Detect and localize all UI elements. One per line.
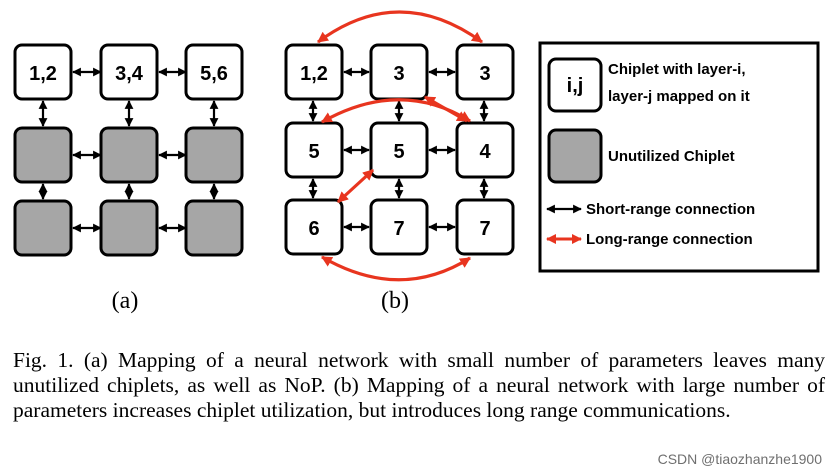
diagram-a-chiplets: 1,2 3,4 5,6 [13,43,244,257]
chiplet-label: 5 [308,141,319,163]
chiplet-node: 3 [455,43,515,101]
unutilized-chiplet [13,126,73,184]
unutilized-chiplet [99,126,159,184]
diagram-b-long-links [317,10,483,282]
chiplet-node: 5 [284,121,344,179]
chiplet-node: 3 [369,43,429,101]
chiplet-label: 4 [479,141,491,163]
chiplet-label: 1,2 [300,63,328,85]
chiplet-node: 1,2 [284,43,344,101]
diagram-a: 1,2 3,4 5,6 (a) [13,43,244,314]
legend-long-range-text: Long-range connection [586,231,753,248]
legend-unutilized-sample [547,128,603,184]
chiplet-label: 7 [393,218,404,240]
chiplet-label: 6 [308,218,319,240]
chiplet-node: 1,2 [13,43,73,101]
diagram-b-label: (b) [381,288,409,314]
chiplet-mapping-diagram: 1,2 3,4 5,6 (a) [13,10,820,314]
figure-caption: Fig. 1. (a) Mapping of a neural network … [13,348,825,422]
diagram-b-chiplets: 1,2 3 3 5 5 4 [284,43,515,256]
chiplet-node: 6 [284,198,344,256]
legend-chiplet-sample: i,j [547,57,603,113]
long-range-link [321,255,471,282]
chiplet-label: 7 [479,218,490,240]
chiplet-node: 4 [455,121,515,179]
long-range-link [317,10,483,44]
legend-unutilized-text: Unutilized Chiplet [608,148,735,165]
watermark: CSDN @tiaozhanzhe1900 [657,451,822,467]
legend-chiplet-line1: Chiplet with layer-i, [608,61,746,78]
diagram-a-short-links [38,67,219,233]
unutilized-chiplet [184,199,244,257]
legend-chiplet-line2: layer-j mapped on it [608,88,750,105]
legend-sample-label: i,j [567,75,584,97]
chiplet-label: 3 [479,63,490,85]
diagram-a-label: (a) [112,288,139,314]
chiplet-node: 3,4 [99,43,159,101]
chiplet-label: 3 [393,63,404,85]
unutilized-chiplet [184,126,244,184]
chiplet-label: 5 [393,141,404,163]
chiplet-node: 7 [369,198,429,256]
chiplet-label: 5,6 [200,63,228,85]
long-range-link [424,95,468,123]
long-range-link [336,168,375,204]
legend: i,j Chiplet with layer-i, layer-j mapped… [538,41,820,273]
chiplet-node: 7 [455,198,515,256]
chiplet-node: 5 [369,121,429,179]
unutilized-chiplet [99,199,159,257]
chiplet-node: 5,6 [184,43,244,101]
legend-short-range-text: Short-range connection [586,201,755,218]
chiplet-label: 3,4 [115,63,144,85]
unutilized-chiplet [13,199,73,257]
diagram-b: 1,2 3 3 5 5 4 [284,10,515,314]
chiplet-label: 1,2 [29,63,57,85]
